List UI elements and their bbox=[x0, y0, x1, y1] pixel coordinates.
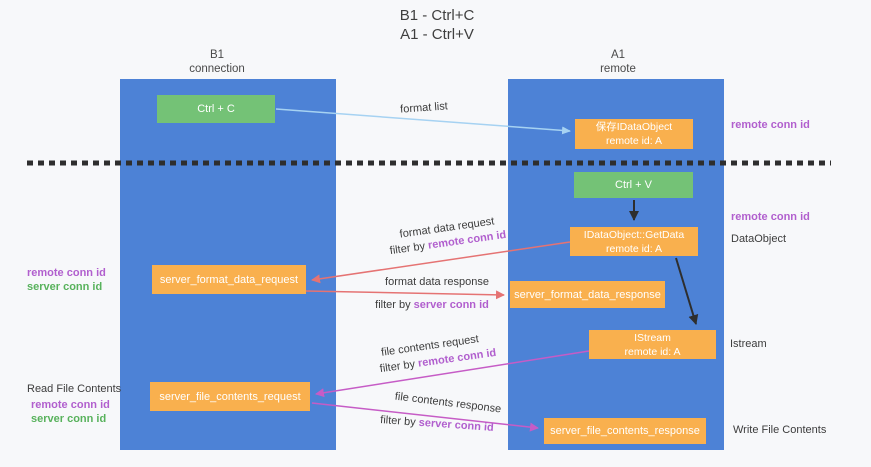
server-conn-id-text: server conn id bbox=[418, 416, 495, 434]
diagram-title: B1 - Ctrl+C A1 - Ctrl+V bbox=[400, 6, 475, 44]
node-server-file-contents-request: server_file_contents_request bbox=[150, 382, 310, 411]
label-file-contents-response: file contents response bbox=[394, 390, 502, 416]
annotation-remote-conn-id-mid: remote conn id bbox=[731, 211, 810, 223]
filter-by-text: filter by bbox=[379, 414, 417, 429]
annotation-server-conn-id-left-top: server conn id bbox=[27, 281, 103, 293]
node-istream: IStream remote id: A bbox=[589, 330, 716, 359]
node-ctrl-v: Ctrl + V bbox=[574, 172, 693, 198]
filter-by-text: filter by bbox=[389, 240, 426, 258]
node-getdata-line1: IDataObject::GetData bbox=[583, 228, 685, 241]
title-line-1: B1 - Ctrl+C bbox=[399, 7, 475, 24]
node-istream-line1: IStream bbox=[634, 331, 671, 344]
lane-a1-sub: remote bbox=[600, 63, 636, 75]
node-server-file-contents-response: server_file_contents_response bbox=[544, 418, 706, 444]
annotation-server-conn-id-left-bottom: server conn id bbox=[31, 413, 107, 425]
annotation-remote-conn-id-top: remote conn id bbox=[731, 119, 810, 131]
label-filter-by-server-conn-id-2: filter by server conn id bbox=[380, 414, 494, 434]
annotation-read-file-contents: Read File Contents bbox=[27, 383, 122, 395]
node-save-idataobject-line2: remote id: A bbox=[605, 135, 663, 147]
server-conn-id-text: server conn id bbox=[413, 299, 489, 311]
lane-header-b1: B1 connection bbox=[189, 48, 245, 76]
node-getdata-line2: remote id: A bbox=[605, 242, 663, 255]
node-idataobject-getdata: IDataObject::GetData remote id: A bbox=[570, 227, 698, 256]
annotation-remote-conn-id-left-bottom: remote conn id bbox=[31, 399, 110, 411]
annotation-write-file-contents: Write File Contents bbox=[733, 424, 827, 436]
title-line-2: A1 - Ctrl+V bbox=[400, 26, 474, 43]
node-save-idataobject-line1: 保存IDataObject bbox=[595, 121, 673, 133]
filter-by-text: filter by bbox=[379, 358, 416, 376]
lane-b1-sub: connection bbox=[189, 63, 245, 75]
annotation-istream: Istream bbox=[730, 338, 767, 350]
node-istream-line2: remote id: A bbox=[624, 345, 681, 358]
node-server-format-data-response: server_format_data_response bbox=[510, 281, 665, 308]
annotation-remote-conn-id-left-top: remote conn id bbox=[27, 267, 106, 279]
lane-header-a1: A1 remote bbox=[600, 48, 636, 76]
label-format-list: format list bbox=[399, 100, 449, 116]
node-save-idataobject: 保存IDataObject remote id: A bbox=[575, 119, 693, 149]
lane-a1-name: A1 bbox=[610, 49, 626, 61]
annotation-dataobject: DataObject bbox=[731, 233, 787, 245]
lane-b1-name: B1 bbox=[209, 49, 225, 61]
label-format-data-response: format data response bbox=[385, 276, 489, 288]
node-ctrl-c: Ctrl + C bbox=[157, 95, 275, 123]
filter-by-text: filter by bbox=[375, 299, 411, 311]
node-server-format-data-request: server_format_data_request bbox=[152, 265, 306, 294]
label-filter-by-server-conn-id-1: filter by server conn id bbox=[375, 299, 489, 311]
